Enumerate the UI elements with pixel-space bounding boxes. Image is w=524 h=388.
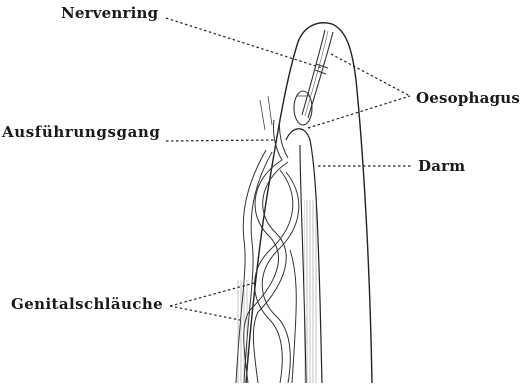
label-nervenring: Nervenring [61,6,158,21]
label-oesophagus: Oesophagus [416,91,520,106]
oesophagus [294,30,333,125]
leader-genital-2 [170,306,240,320]
leader-oesophagus-1 [331,54,410,96]
leader-ausfuehrungsgang [166,140,276,141]
body-hatching [236,280,248,383]
leader-lines [166,18,412,320]
label-ausfuehrungsgang: Ausführungsgang [2,125,161,140]
nerve-ring [315,64,328,74]
label-darm: Darm [418,159,465,174]
label-genitalschlaeuche: Genitalschläuche [11,297,163,312]
leader-nervenring [166,18,322,68]
